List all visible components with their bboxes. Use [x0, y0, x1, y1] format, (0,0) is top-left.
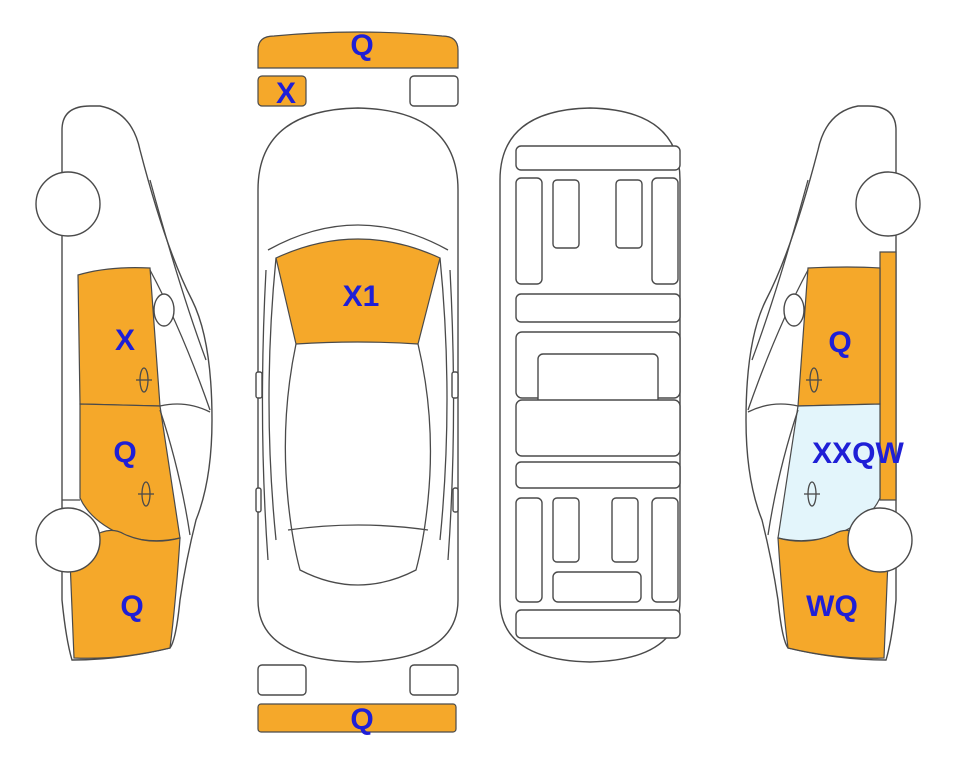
right-front-door-part[interactable]	[797, 266, 881, 407]
left-front-wheel	[35, 171, 101, 237]
right-roof-line	[751, 179, 809, 361]
underside-panel-1	[515, 145, 681, 171]
damage-labels: Q X X1 Q X Q Q Q XXQW WQ	[113, 29, 904, 736]
car-top-view	[255, 107, 459, 663]
right-handle-top	[452, 487, 459, 513]
roof-outline	[284, 343, 432, 586]
right-mirror	[783, 293, 805, 327]
right-mirror-top	[451, 371, 459, 399]
car-underside-view	[499, 107, 681, 663]
underside-panel-10	[515, 461, 681, 489]
label-rear-bumper: Q	[350, 703, 373, 736]
underside-panel-3	[552, 179, 580, 249]
left-front-door-shape	[77, 267, 161, 407]
left-window-lower	[159, 403, 211, 413]
front-right-lamp-shape[interactable]	[409, 75, 459, 107]
front-left-lamp-shape	[257, 75, 307, 107]
underside-panel-12	[552, 497, 580, 563]
left-front-handle	[136, 367, 152, 393]
left-rear-handle	[138, 481, 154, 507]
underside-panel-6	[515, 293, 681, 323]
underside-panel-5	[651, 177, 679, 285]
right-window-lower	[747, 403, 799, 413]
label-front-left-lamp: X	[276, 77, 296, 110]
right-window-line	[747, 269, 809, 411]
right-front-wheel	[855, 171, 921, 237]
left-side-window	[268, 257, 277, 541]
right-rear-wheel	[847, 507, 913, 573]
left-roof-line	[149, 179, 207, 361]
right-pillar-line	[447, 269, 455, 561]
left-handle-top	[255, 487, 262, 513]
front-bumper-part[interactable]	[257, 31, 459, 69]
right-side-window	[439, 257, 448, 541]
left-pillar-line	[261, 269, 269, 561]
underside-panel-2	[515, 177, 543, 285]
label-right-front-door: Q	[828, 326, 851, 359]
rear-window-line	[287, 524, 429, 531]
rear-bumper-part[interactable]	[257, 703, 457, 733]
underside-panel-9	[515, 399, 681, 457]
label-front-bumper: Q	[350, 29, 373, 62]
left-mirror-top	[255, 371, 263, 399]
front-left-lamp-part[interactable]	[257, 75, 307, 107]
underside-panel-15	[552, 571, 642, 603]
underside-panel-4	[615, 179, 643, 249]
right-rear-handle	[804, 481, 820, 507]
car-right-side-view	[745, 105, 921, 661]
left-window-line	[149, 269, 211, 411]
left-door-window	[159, 409, 191, 536]
right-front-handle	[806, 367, 822, 393]
left-mirror	[153, 293, 175, 327]
right-door-window	[767, 409, 799, 536]
label-right-rear-door: XXQW	[812, 437, 904, 470]
rear-bumper-shape	[257, 703, 457, 733]
label-left-rear-quarter: Q	[120, 590, 143, 623]
front-bumper-shape	[257, 31, 459, 69]
underside-panel-16	[515, 609, 681, 639]
left-rear-quarter-part[interactable]	[69, 529, 181, 659]
label-windshield: X1	[343, 280, 380, 313]
top-view-body	[257, 107, 459, 663]
left-rear-wheel	[35, 507, 101, 573]
car-left-side-view	[35, 105, 213, 661]
underside-panel-11	[515, 497, 543, 603]
underside-panel-13	[611, 497, 639, 563]
left-front-door-part[interactable]	[77, 267, 161, 407]
hood-line	[267, 224, 449, 251]
label-right-rear-quarter: WQ	[806, 590, 858, 623]
label-left-rear-door: Q	[113, 436, 136, 469]
right-front-door-shape	[797, 266, 881, 407]
rear-left-lamp-shape[interactable]	[257, 664, 307, 696]
left-rear-quarter-shape	[69, 529, 181, 659]
underside-panel-14	[651, 497, 679, 603]
rear-right-lamp-shape[interactable]	[409, 664, 459, 696]
label-left-front-door: X	[115, 324, 135, 357]
